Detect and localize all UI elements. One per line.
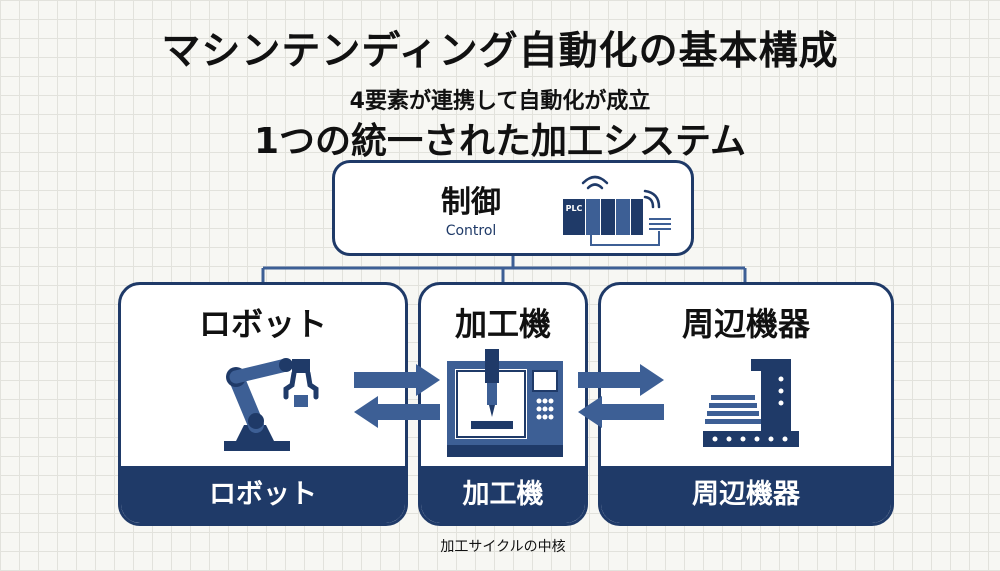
machine-card: 加工機 加工機 [418, 282, 588, 526]
robot-arm-icon [224, 358, 319, 451]
control-label: 制御 [441, 185, 501, 220]
arrow-right-icon [354, 364, 440, 396]
control-box: 制御 Control PLC [332, 160, 694, 256]
plc-label: PLC [566, 204, 583, 213]
robot-machine-arrows [354, 364, 440, 428]
arrow-left-icon [578, 396, 664, 428]
robot-card-title: ロボット [198, 305, 327, 343]
machine-card-title: 加工機 [454, 305, 551, 343]
cnc-machine-icon [447, 349, 563, 457]
machine-caption: 加工サイクルの中核 [440, 539, 566, 555]
page-subtitle: 4要素が連携して自動化が成立 [349, 89, 651, 114]
page-tagline: 1つの統一された加工システム [254, 121, 746, 162]
arrow-left-icon [354, 396, 440, 428]
peripheral-equipment-icon [703, 359, 799, 447]
peripheral-card-footer: 周辺機器 [601, 466, 891, 523]
machine-peripheral-arrows [578, 364, 664, 428]
page-title: マシンテンディング自動化の基本構成 [161, 29, 839, 74]
peripheral-card-title: 周辺機器 [681, 305, 810, 343]
robot-card: ロボット ロボット [118, 282, 408, 526]
arrow-right-icon [578, 364, 664, 396]
control-sub-label: Control [445, 223, 497, 239]
machine-card-footer: 加工機 [421, 466, 585, 523]
robot-card-footer: ロボット [121, 466, 405, 523]
plc-icon: PLC [563, 175, 671, 246]
